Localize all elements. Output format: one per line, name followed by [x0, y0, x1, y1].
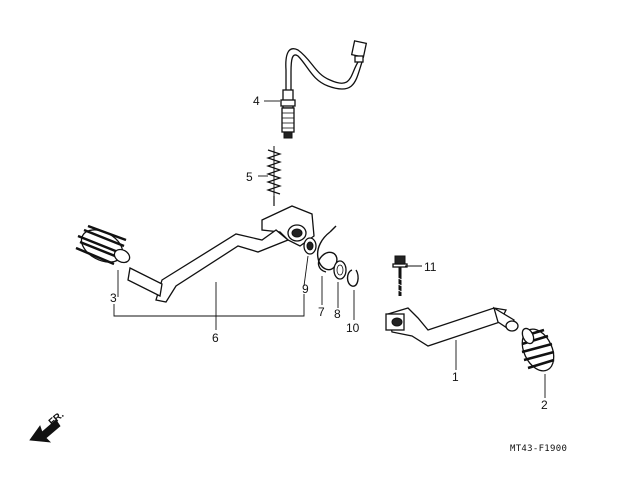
pedal-rubber-part-3 [75, 224, 131, 266]
label-part-9: 9 [302, 282, 309, 296]
circlip-part-10 [346, 269, 359, 287]
bolt-part-11 [392, 255, 408, 296]
return-spring-part-7 [316, 225, 338, 273]
label-part-8: 8 [334, 307, 341, 321]
label-part-4: 4 [253, 94, 260, 108]
pedal-rubber-part-2 [521, 327, 555, 372]
washer-part-9 [303, 237, 317, 255]
washer-part-8 [333, 260, 347, 280]
label-part-1: 1 [452, 370, 459, 384]
label-part-2: 2 [541, 398, 548, 412]
front-direction-marker: FR. [29, 409, 66, 443]
figure-code: MT43-F1900 [510, 444, 567, 454]
label-part-11: 11 [424, 260, 437, 274]
label-part-10: 10 [346, 321, 360, 335]
label-part-6: 6 [212, 331, 219, 345]
leader-lines [113, 100, 546, 398]
cable-assembly-part-4 [280, 40, 368, 139]
spring-part-5 [266, 146, 282, 206]
label-part-5: 5 [246, 170, 253, 184]
pedal-arm-part-1 [385, 306, 519, 347]
label-part-3: 3 [110, 291, 117, 305]
shift-lever-part-6 [127, 205, 315, 303]
label-part-7: 7 [318, 305, 325, 319]
